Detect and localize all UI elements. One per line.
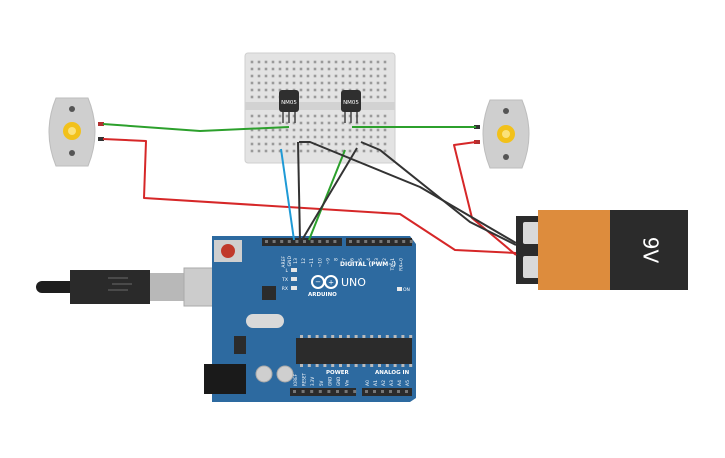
transistor-left-label: NM05 — [281, 100, 297, 106]
dc-motor-left[interactable] — [48, 97, 104, 167]
model-label: UNO — [341, 276, 366, 289]
power-pin-label: RESET — [302, 373, 307, 386]
digital-pin-label: RX←0 — [398, 258, 404, 271]
power-header[interactable] — [290, 388, 356, 396]
power-pin-label: GND — [327, 377, 332, 386]
power-pin-label: Vin — [345, 379, 350, 386]
power-pin-label: 3.3V — [310, 377, 315, 386]
digital-pin-label: ~10 — [317, 258, 323, 268]
wire-green-arduino[interactable] — [308, 149, 346, 241]
digital-pin-label: 4 — [366, 258, 372, 261]
digital-pin-label: 13 — [293, 258, 299, 264]
digital-pin-label: TX→1 — [390, 258, 396, 272]
analog-pin-label: A1 — [373, 380, 379, 386]
status-leds: L TX RX — [281, 268, 297, 292]
digital-pin-label: 7 — [342, 258, 348, 261]
wire-blue[interactable] — [280, 148, 295, 241]
led-label: RX — [282, 286, 288, 292]
transistor-left[interactable]: NM05 — [279, 90, 299, 123]
analog-pin-label: A5 — [405, 380, 411, 386]
svg-text:+: + — [328, 279, 334, 287]
led-label: L — [285, 268, 288, 274]
reset-button[interactable] — [221, 244, 235, 258]
analog-header[interactable] — [362, 388, 412, 396]
digital-pin-label: ~9 — [325, 258, 331, 265]
digital-pin-label: ~3 — [374, 258, 380, 265]
on-label: ON — [403, 287, 410, 293]
wire-green-left-motor[interactable] — [102, 123, 290, 132]
wire-red-right-motor[interactable] — [453, 141, 517, 256]
capacitor-2 — [276, 365, 294, 383]
analog-pin-label: A2 — [381, 380, 387, 386]
usb-cable[interactable] — [36, 267, 221, 307]
atmega-chip — [296, 338, 412, 364]
wire-black-3[interactable] — [299, 141, 517, 244]
digital-pin-label: 12 — [301, 258, 307, 264]
analog-pin-label: A3 — [389, 380, 395, 386]
analog-title: ANALOG IN — [375, 370, 410, 376]
capacitor-1 — [255, 365, 273, 383]
svg-text:−: − — [315, 278, 321, 286]
analog-pin-label: A4 — [397, 380, 403, 386]
usb-icon — [108, 277, 132, 291]
wire-black-4[interactable] — [360, 141, 517, 246]
crystal — [246, 314, 284, 328]
logo-text: ARDUINO — [308, 292, 337, 298]
digital-pin-label: 8 — [334, 258, 340, 261]
usb-chip — [262, 286, 276, 300]
transistor-right-label: NM05 — [343, 100, 359, 106]
dc-motor-right[interactable] — [474, 99, 530, 169]
power-title: POWER — [326, 370, 350, 376]
digital-pin-label: 2 — [382, 258, 388, 261]
wires — [102, 123, 517, 256]
led-label: TX — [281, 277, 288, 283]
wire-red-left-motor[interactable] — [102, 138, 517, 254]
digital-pin-label: ~11 — [309, 258, 315, 268]
wire-black-1[interactable] — [297, 141, 301, 241]
transistor-right[interactable]: NM05 — [341, 90, 361, 123]
power-pin-label: GND — [336, 377, 341, 386]
digital-header-right[interactable] — [346, 238, 412, 246]
digital-header-title: DIGITAL (PWM~) — [340, 261, 396, 268]
gnd-label: GND — [287, 255, 293, 266]
digital-pin-label: ~5 — [358, 258, 364, 265]
power-pin-label: 5V — [319, 380, 324, 386]
wire-black-2[interactable] — [301, 147, 358, 241]
aref-label: AREF — [281, 256, 287, 268]
analog-pin-label: A0 — [365, 380, 371, 386]
breadboard[interactable]: NM05 NM05 — [244, 52, 396, 164]
battery-9v[interactable]: 9V — [516, 210, 688, 290]
digital-header-left[interactable] — [262, 238, 342, 246]
regulator — [234, 336, 246, 354]
battery-label: 9V — [639, 237, 663, 264]
power-pin-label: IOREF — [293, 373, 298, 386]
arduino-logo-icon: − + — [311, 275, 338, 289]
digital-pin-label: ~6 — [350, 258, 356, 265]
